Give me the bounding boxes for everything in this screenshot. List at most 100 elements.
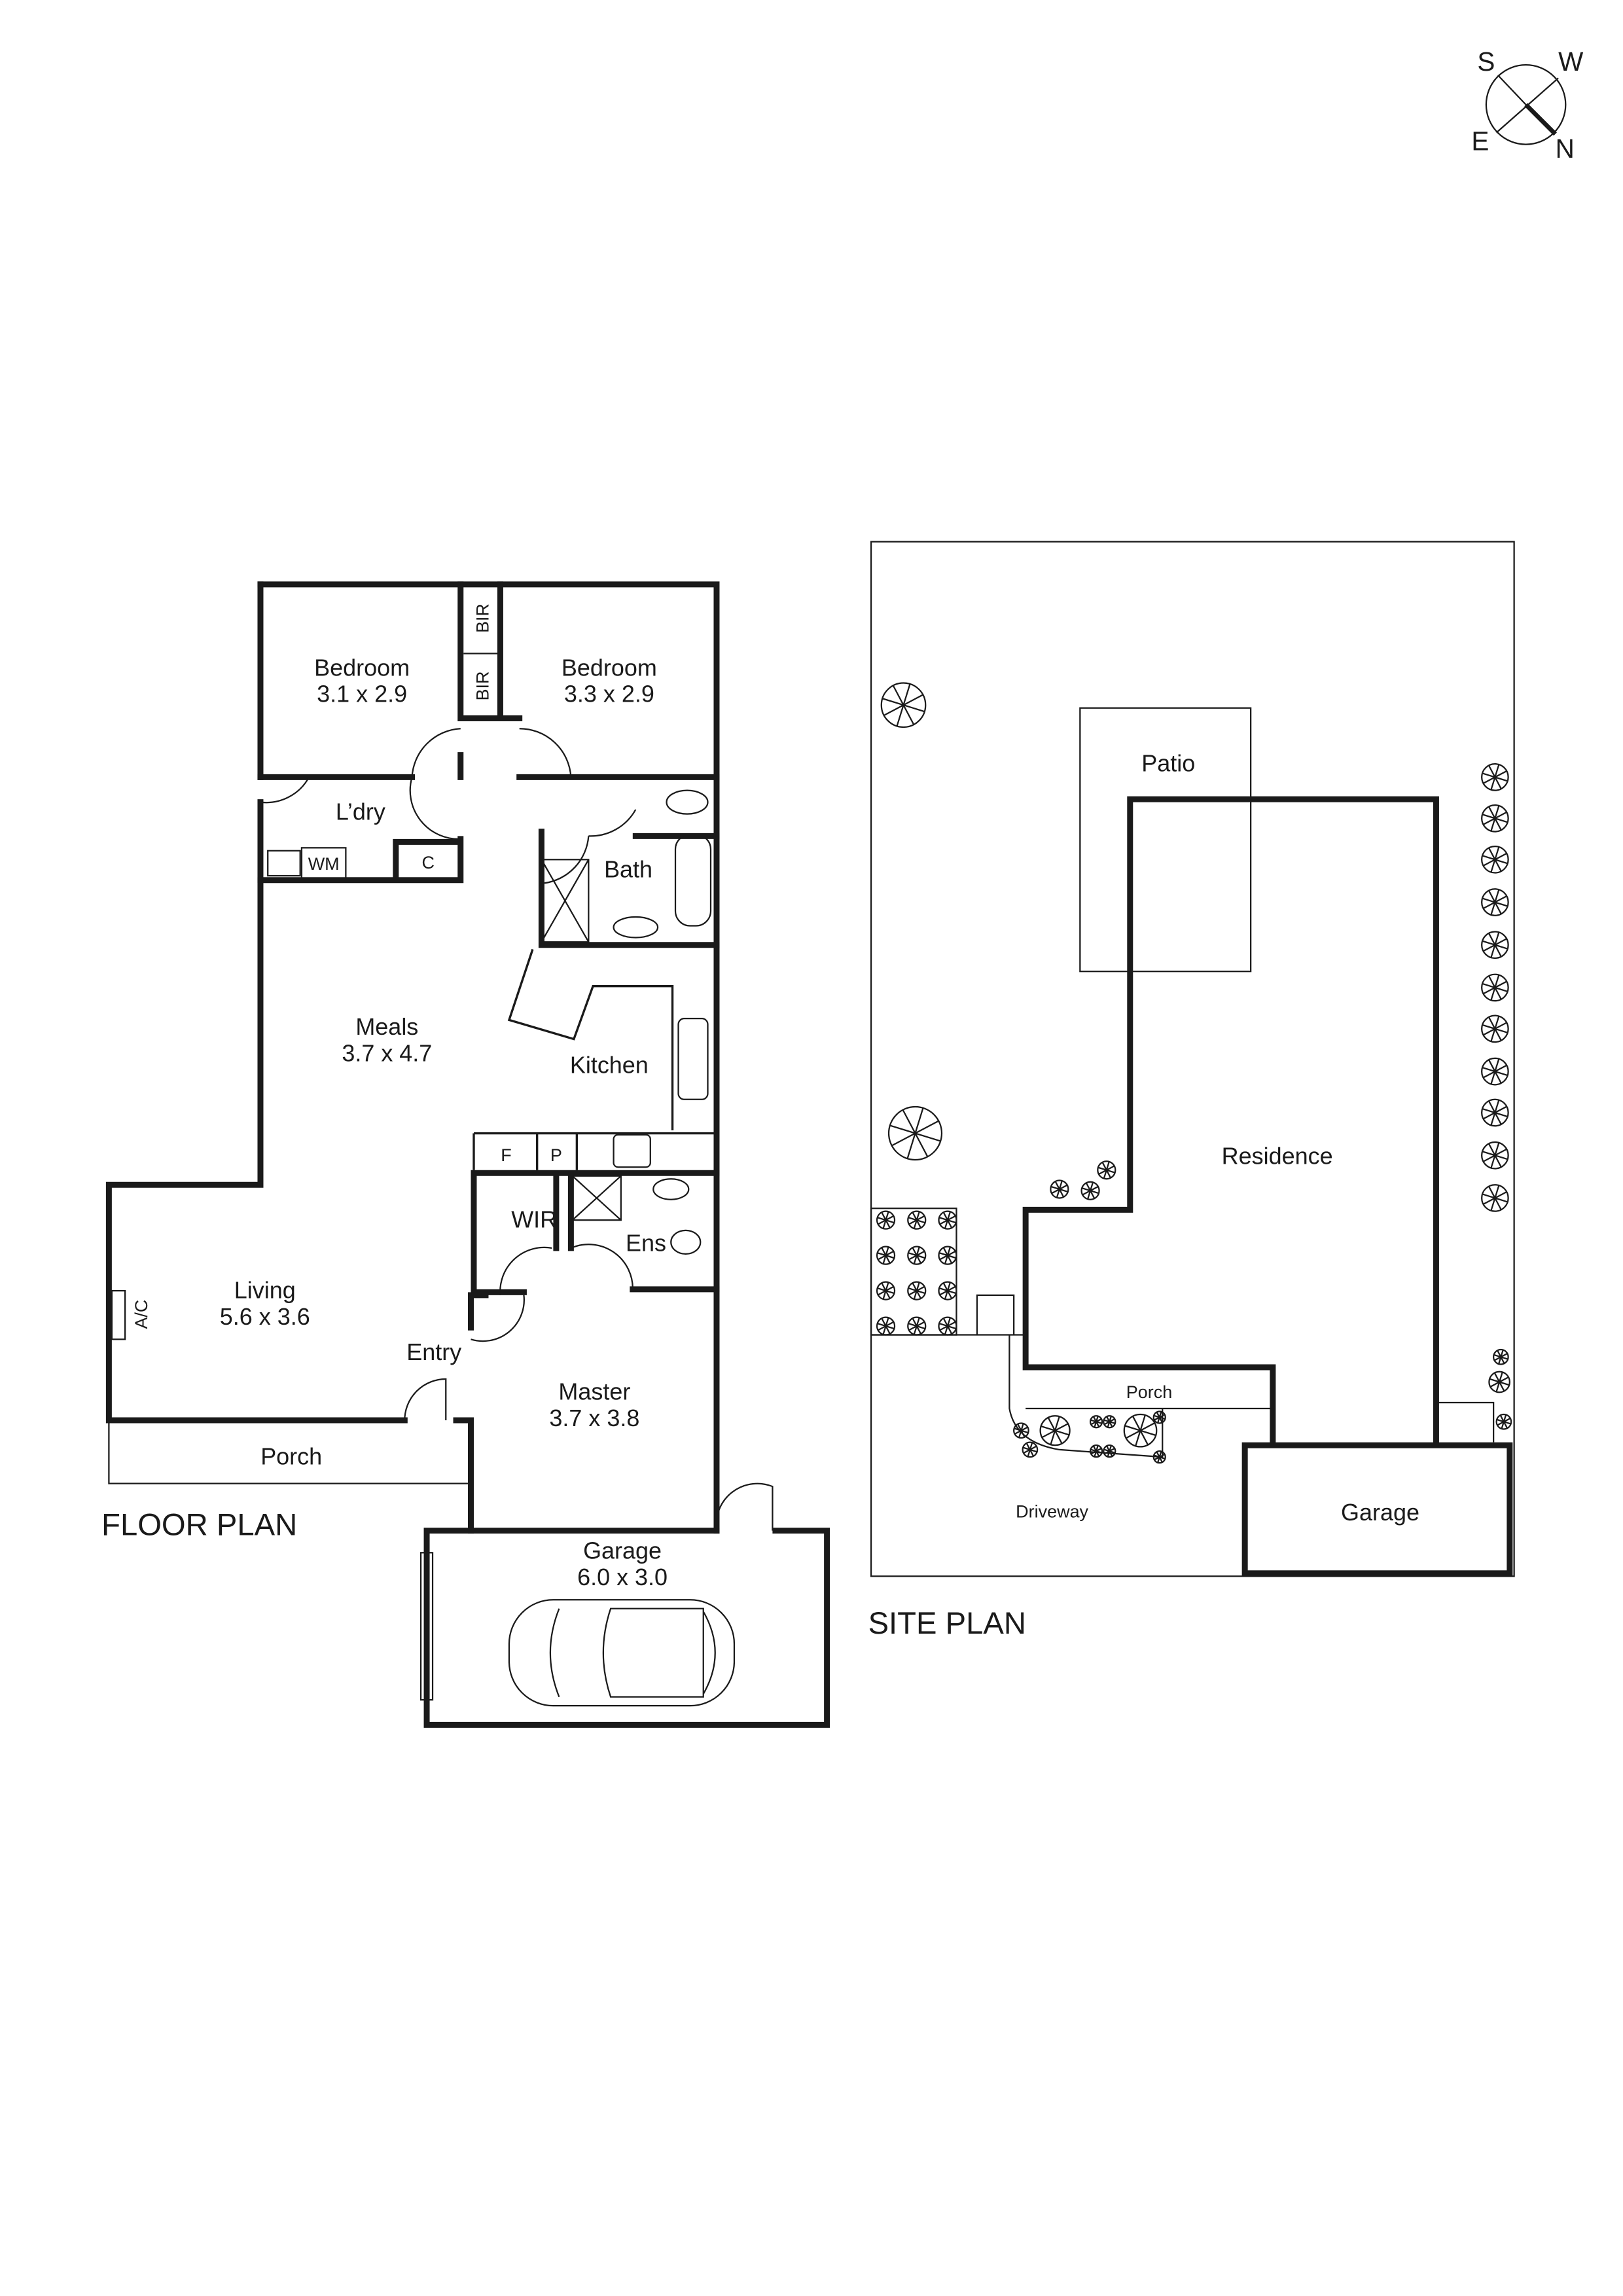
site-porch <box>1008 1335 1273 1458</box>
tree-icon <box>1103 1415 1116 1429</box>
tree-icon <box>938 1246 957 1265</box>
ensuite-basin <box>652 1178 690 1200</box>
room-size: 3.1 x 2.9 <box>317 681 407 708</box>
room-label: Garage <box>583 1537 662 1564</box>
bir-label: BIR <box>473 603 492 633</box>
wall <box>467 1292 489 1331</box>
outer-wall <box>453 1417 474 1534</box>
tree-icon <box>907 1281 927 1300</box>
tree-icon <box>1013 1422 1029 1439</box>
room-label: Meals <box>355 1013 418 1040</box>
tree-icon <box>907 1246 927 1265</box>
room-label: Porch <box>260 1443 322 1469</box>
cupboard-label: C <box>422 853 435 872</box>
tree-icon <box>1039 1415 1071 1446</box>
tree-icon <box>1481 1098 1509 1127</box>
site-garage <box>1241 1442 1513 1577</box>
tree-icon <box>1481 973 1509 1002</box>
tree-icon <box>907 1210 927 1230</box>
compass-n: N <box>1556 134 1575 164</box>
garage-window <box>419 1552 434 1701</box>
tree-icon <box>880 682 927 728</box>
window <box>132 615 718 1458</box>
room-label: Bedroom <box>314 654 410 681</box>
site-boundary <box>870 541 1515 1577</box>
tree-icon <box>1089 1444 1103 1458</box>
washing-machine <box>300 847 347 881</box>
kitchen-sink <box>677 1018 709 1100</box>
tree-icon <box>1481 931 1509 960</box>
outer-wall <box>257 581 720 1534</box>
tree-icon <box>1481 1141 1509 1170</box>
room-size: 3.7 x 4.7 <box>342 1039 432 1066</box>
ac-label: A/C <box>132 1300 151 1329</box>
garage-wall <box>423 1528 830 1728</box>
compass-circle <box>1485 64 1567 145</box>
porch-outline <box>108 1420 471 1484</box>
tree-icon <box>1097 1160 1116 1180</box>
tree-icon <box>1493 1348 1509 1365</box>
basin <box>613 916 659 939</box>
room-size: 3.7 x 3.8 <box>549 1405 639 1431</box>
shower-cross <box>541 859 590 942</box>
wm-label: WM <box>308 854 340 874</box>
tree-icon <box>1481 845 1509 874</box>
fridge-label: F <box>501 1145 511 1165</box>
floor-plan: Bedroom 3.1 x 2.9 Bedroom 3.3 x 2.9 BIR … <box>101 581 830 1728</box>
tree-icon <box>1152 1450 1166 1464</box>
door <box>260 728 774 1531</box>
site-plan-title: SITE PLAN <box>868 1606 1026 1641</box>
tree-icon <box>938 1281 957 1300</box>
tree-icon <box>907 1316 927 1336</box>
ensuite-shower <box>571 1175 622 1221</box>
room-label: Kitchen <box>570 1051 649 1078</box>
bathtub <box>674 833 712 927</box>
compass-line <box>1495 77 1559 134</box>
tree-icon <box>1022 1441 1039 1458</box>
bir-label: BIR <box>473 672 492 701</box>
room-label: Bedroom <box>562 654 657 681</box>
tree-icon <box>876 1316 896 1336</box>
compass-line <box>1497 75 1527 105</box>
site-plan: Patio Residence Porch Driveway Garage SI… <box>868 541 1515 1641</box>
toilet <box>666 789 709 815</box>
cooktop <box>613 1134 651 1168</box>
tree-icon <box>1152 1410 1166 1424</box>
room-size: 5.6 x 3.6 <box>220 1303 310 1330</box>
ac-unit <box>111 1289 126 1340</box>
tree-icon <box>1495 1413 1512 1430</box>
room-label: Bath <box>604 855 652 882</box>
tree-icon <box>1050 1179 1069 1199</box>
driveway-label: Driveway <box>1016 1501 1088 1521</box>
tree-icon <box>887 1105 943 1161</box>
room-label: Master <box>558 1378 630 1405</box>
tree-icon <box>1481 1014 1509 1043</box>
tree-icon <box>1481 888 1509 916</box>
tree-icon <box>876 1210 896 1230</box>
patio <box>1079 707 1252 973</box>
site-porch-label: Porch <box>1126 1382 1172 1402</box>
tree-icon <box>1481 763 1509 791</box>
room-label: Ens <box>626 1229 666 1256</box>
tree-icon <box>1080 1181 1100 1200</box>
residence-label: Residence <box>1222 1143 1333 1170</box>
compass-north-needle <box>1524 103 1557 136</box>
trees <box>876 682 1512 1464</box>
room-label: Entry <box>406 1338 461 1365</box>
compass-s: S <box>1477 46 1495 77</box>
floor-plan-title: FLOOR PLAN <box>101 1507 297 1542</box>
room-label: L’dry <box>336 798 385 825</box>
pantry-label: P <box>550 1145 562 1165</box>
shower-cross <box>571 1175 622 1221</box>
compass-e: E <box>1471 126 1489 156</box>
tree-icon <box>1481 1184 1509 1212</box>
room-size: 6.0 x 3.0 <box>577 1564 668 1590</box>
tree-icon <box>1103 1444 1116 1458</box>
tree-icon <box>876 1281 896 1300</box>
residence-outline <box>1022 796 1439 1446</box>
ensuite-toilet <box>670 1229 702 1255</box>
tree-icon <box>1481 1057 1509 1086</box>
tree-icon <box>1123 1413 1158 1448</box>
kitchen-bench <box>507 948 674 1131</box>
